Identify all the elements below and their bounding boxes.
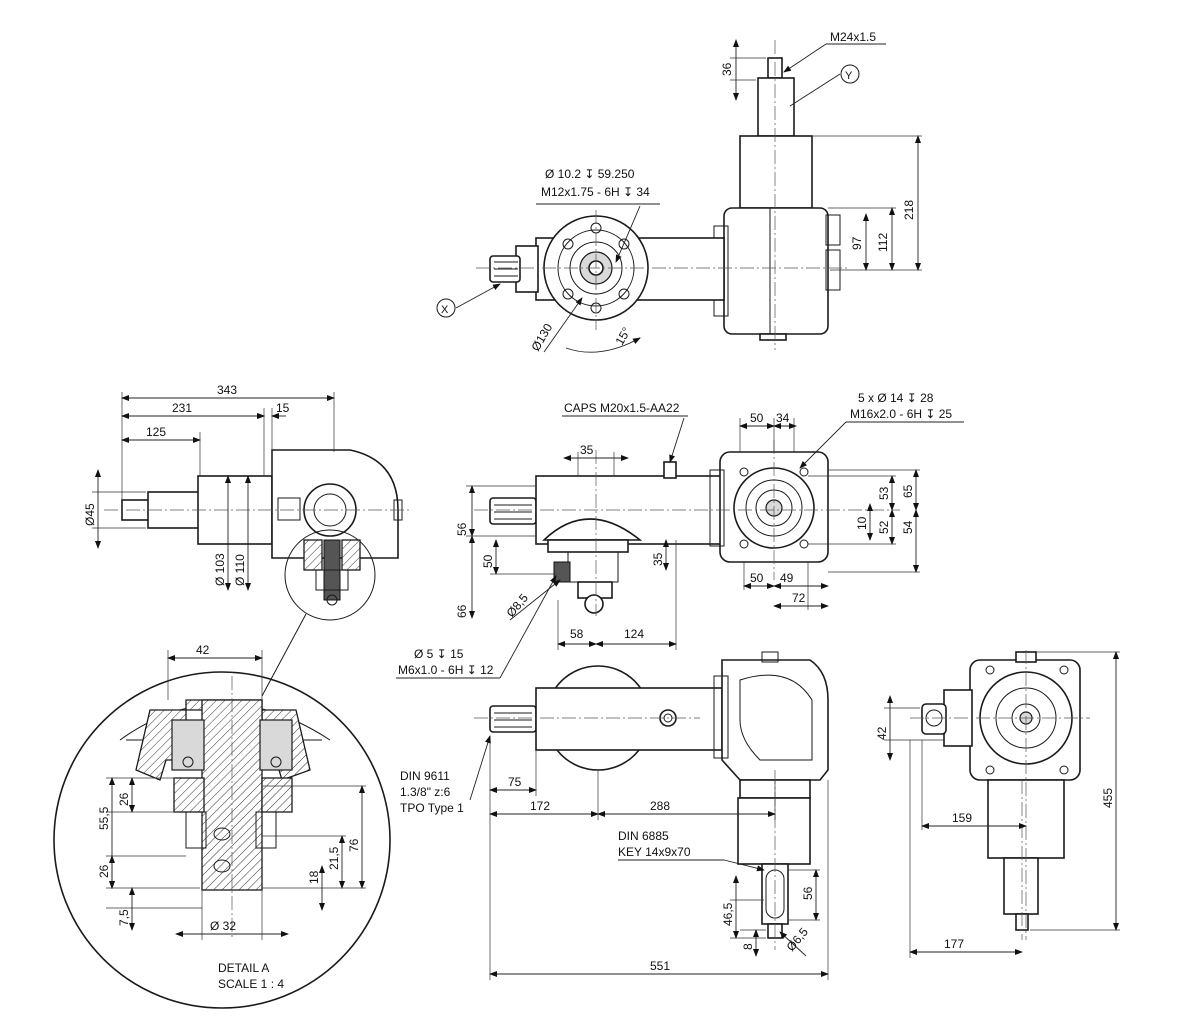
dim-455: 455 <box>1101 788 1115 808</box>
dim-49: 49 <box>780 571 794 585</box>
dim-10: 10 <box>855 516 869 530</box>
dim-97: 97 <box>850 236 864 250</box>
dim-343: 343 <box>217 383 237 397</box>
dia-130: Ø130 <box>528 321 555 354</box>
detail-a-view: 42 55,5 26 26 7,5 76 21,5 18 Ø 32 DETAIL… <box>53 643 391 1009</box>
front-view: CAPS M20x1.5-AA22 35 56 50 66 35 Ø8,5 58… <box>396 391 964 679</box>
dim-112: 112 <box>876 233 890 252</box>
dim-6-5: Ø6,5 <box>784 925 812 954</box>
dim-177: 177 <box>944 937 964 951</box>
dim-159: 159 <box>952 811 972 825</box>
angle-15: 15° <box>612 325 633 348</box>
dim-55-5: 55,5 <box>97 806 111 830</box>
dim-26-b: 26 <box>97 864 111 878</box>
din6885-line2: KEY 14x9x70 <box>618 845 691 859</box>
small-bore-1: Ø 5 ↧ 15 <box>414 647 464 661</box>
dim-288: 288 <box>650 799 670 813</box>
dim-54: 54 <box>901 520 915 534</box>
dim-56-b: 56 <box>801 886 815 900</box>
bore-note-2: M12x1.75 - 6H ↧ 34 <box>541 185 650 199</box>
bottom-view: DIN 9611 1.3/8" z:6 TPO Type 1 75 172 28… <box>400 651 829 980</box>
dim-551: 551 <box>650 959 670 973</box>
dim-50-v: 50 <box>481 554 495 568</box>
dim-50-b: 50 <box>750 571 764 585</box>
din6885-line1: DIN 6885 <box>618 829 669 843</box>
dim-58: 58 <box>570 627 584 641</box>
din9611-line2: 1.3/8" z:6 <box>400 785 451 799</box>
x-marker: X <box>441 304 449 316</box>
caps-label: CAPS M20x1.5-AA22 <box>564 401 680 415</box>
top-thread-label: M24x1.5 <box>830 30 876 44</box>
y-marker: Y <box>845 70 853 82</box>
dim-42-detail: 42 <box>196 643 210 657</box>
dim-21-5: 21,5 <box>327 846 341 870</box>
din9611-line1: DIN 9611 <box>400 769 450 783</box>
dim-75: 75 <box>508 775 522 789</box>
dim-76: 76 <box>347 838 361 852</box>
detail-title: DETAIL A <box>218 961 269 975</box>
dim-103: Ø 103 <box>213 553 227 586</box>
dim-218: 218 <box>902 200 916 220</box>
detail-leader <box>261 613 307 697</box>
dim-34: 34 <box>776 411 790 425</box>
dim-65: 65 <box>901 484 915 498</box>
dim-53: 53 <box>877 486 891 500</box>
dim-36: 36 <box>720 62 734 76</box>
dim-42-right: 42 <box>875 726 889 740</box>
dim-8-5: Ø8,5 <box>504 591 532 620</box>
dim-46-5: 46,5 <box>721 902 735 926</box>
dim-56: 56 <box>455 522 469 536</box>
holes-note-1: 5 x Ø 14 ↧ 28 <box>858 391 934 405</box>
dim-18: 18 <box>307 870 321 884</box>
din9611-line3: TPO Type 1 <box>400 801 464 815</box>
detail-scale: SCALE 1 : 4 <box>218 977 284 991</box>
dim-110: Ø 110 <box>233 554 247 586</box>
dim-125: 125 <box>146 425 166 439</box>
holes-note-2: M16x2.0 - 6H ↧ 25 <box>850 407 952 421</box>
dim-52: 52 <box>877 520 891 534</box>
small-bore-2: M6x1.0 - 6H ↧ 12 <box>398 663 494 677</box>
dim-35-top: 35 <box>580 443 594 457</box>
dim-8: 8 <box>741 943 755 950</box>
dim-26-a: 26 <box>117 792 131 806</box>
dim-72: 72 <box>792 591 806 605</box>
right-side-view: 42 159 455 177 <box>875 650 1120 958</box>
dim-15: 15 <box>276 401 290 415</box>
dim-124: 124 <box>624 627 644 641</box>
dim-66: 66 <box>455 604 469 618</box>
dim-32: Ø 32 <box>210 919 236 933</box>
dim-35-v: 35 <box>651 552 665 566</box>
bore-note-1: Ø 10.2 ↧ 59.250 <box>545 167 635 181</box>
dim-231: 231 <box>172 401 192 415</box>
top-view: M24x1.5 Y X 36 218 112 97 Ø 10.2 ↧ 59.25… <box>436 30 922 354</box>
dim-50-a: 50 <box>750 411 764 425</box>
left-side-view: 343 231 15 125 Ø45 Ø 103 Ø 110 <box>83 383 410 621</box>
dim-172: 172 <box>530 799 550 813</box>
dim-45: Ø45 <box>83 503 97 526</box>
dim-7-5: 7,5 <box>117 909 131 926</box>
